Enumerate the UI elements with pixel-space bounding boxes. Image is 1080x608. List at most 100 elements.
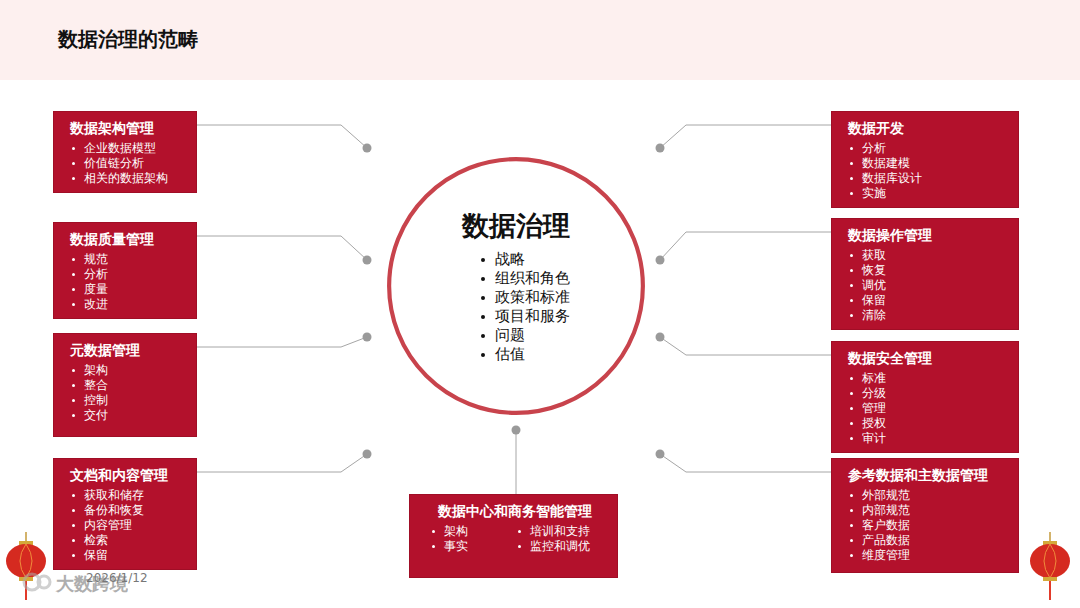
node-heading: 元数据管理 bbox=[70, 340, 186, 360]
item-text: 内部规范 bbox=[862, 503, 910, 517]
bullet-dot bbox=[72, 177, 75, 180]
item-text: 产品数据 bbox=[862, 533, 910, 547]
connector-dot bbox=[656, 256, 665, 265]
connector-dot bbox=[512, 426, 521, 435]
item-text: 度量 bbox=[84, 282, 108, 296]
bullet-dot bbox=[72, 384, 75, 387]
item-text: 管理 bbox=[862, 401, 886, 415]
leader-line bbox=[660, 125, 831, 148]
leader-line bbox=[197, 454, 367, 472]
list-item: 分析 bbox=[70, 267, 186, 282]
bullet-dot bbox=[850, 377, 853, 380]
item-text: 架构 bbox=[444, 524, 468, 538]
list-item: 数据库设计 bbox=[848, 171, 1008, 186]
bullet-dot bbox=[72, 147, 75, 150]
item-text: 标准 bbox=[862, 371, 886, 385]
category-box: 数据中心和商务智能管理架构事实培训和支持监控和调优 bbox=[409, 494, 618, 578]
item-list: 企业数据模型价值链分析相关的数据架构 bbox=[70, 141, 186, 186]
bullet-dot bbox=[481, 334, 485, 338]
watermark-logo bbox=[24, 574, 50, 590]
bullet-dot bbox=[850, 494, 853, 497]
list-item: 政策和标准 bbox=[479, 288, 570, 307]
item-list: 获取恢复调优保留清除 bbox=[848, 248, 1008, 323]
bullet-dot bbox=[850, 192, 853, 195]
bullet-dot bbox=[481, 258, 485, 262]
connector-dot bbox=[363, 450, 372, 459]
node-heading: 数据开发 bbox=[848, 118, 1008, 138]
list-item: 项目和服务 bbox=[479, 307, 570, 326]
list-item: 监控和调优 bbox=[516, 539, 608, 554]
bullet-dot bbox=[850, 147, 853, 150]
bullet-dot bbox=[72, 524, 75, 527]
item-text: 组织和角色 bbox=[495, 269, 570, 287]
list-item: 授权 bbox=[848, 416, 1008, 431]
list-item: 标准 bbox=[848, 371, 1008, 386]
connector-dot bbox=[363, 333, 372, 342]
category-box: 数据安全管理标准分级管理授权审计 bbox=[831, 341, 1019, 453]
category-box: 参考数据和主数据管理外部规范内部规范客户数据产品数据维度管理 bbox=[831, 458, 1019, 573]
bullet-dot bbox=[72, 554, 75, 557]
item-text: 外部规范 bbox=[862, 488, 910, 502]
leader-line bbox=[197, 337, 367, 347]
item-text: 审计 bbox=[862, 431, 886, 445]
list-item: 检索 bbox=[70, 533, 186, 548]
list-item: 组织和角色 bbox=[479, 269, 570, 288]
bullet-dot bbox=[72, 273, 75, 276]
category-box: 数据开发分析数据建模数据库设计实施 bbox=[831, 111, 1019, 208]
connector-dot bbox=[656, 333, 665, 342]
item-text: 相关的数据架构 bbox=[84, 171, 168, 185]
bullet-dot bbox=[850, 524, 853, 527]
list-item: 客户数据 bbox=[848, 518, 1008, 533]
lantern-left bbox=[6, 532, 46, 600]
list-item: 管理 bbox=[848, 401, 1008, 416]
list-item: 企业数据模型 bbox=[70, 141, 186, 156]
node-heading: 数据治理 bbox=[462, 208, 570, 244]
item-text: 检索 bbox=[84, 533, 108, 547]
list-item: 获取和储存 bbox=[70, 488, 186, 503]
list-item: 调优 bbox=[848, 278, 1008, 293]
item-list: 架构整合控制交付 bbox=[70, 363, 186, 423]
category-box: 数据操作管理获取恢复调优保留清除 bbox=[831, 218, 1019, 330]
list-item: 架构 bbox=[70, 363, 186, 378]
list-item: 价值链分析 bbox=[70, 156, 186, 171]
item-list: 架构事实 培训和支持监控和调优 bbox=[430, 524, 607, 554]
bullet-dot bbox=[850, 269, 853, 272]
connector-dot bbox=[656, 450, 665, 459]
leader-line bbox=[197, 125, 367, 148]
list-item: 度量 bbox=[70, 282, 186, 297]
list-item: 产品数据 bbox=[848, 533, 1008, 548]
item-text: 问题 bbox=[495, 326, 525, 344]
leader-line bbox=[660, 454, 831, 472]
bullet-dot bbox=[432, 545, 435, 548]
item-text: 恢复 bbox=[862, 263, 886, 277]
node-heading: 数据安全管理 bbox=[848, 348, 1008, 368]
item-text: 监控和调优 bbox=[530, 539, 590, 553]
list-item: 控制 bbox=[70, 393, 186, 408]
item-list: 分析数据建模数据库设计实施 bbox=[848, 141, 1008, 201]
item-text: 授权 bbox=[862, 416, 886, 430]
item-text: 事实 bbox=[444, 539, 468, 553]
leader-line bbox=[516, 430, 517, 494]
node-heading: 数据质量管理 bbox=[70, 229, 186, 249]
item-list: 标准分级管理授权审计 bbox=[848, 371, 1008, 446]
item-text: 实施 bbox=[862, 186, 886, 200]
bullet-dot bbox=[850, 392, 853, 395]
bullet-dot bbox=[72, 288, 75, 291]
category-box: 数据架构管理企业数据模型价值链分析相关的数据架构 bbox=[53, 111, 197, 193]
bullet-dot bbox=[481, 315, 485, 319]
list-item: 实施 bbox=[848, 186, 1008, 201]
list-item: 培训和支持 bbox=[516, 524, 608, 539]
connector-dot bbox=[656, 144, 665, 153]
bullet-dot bbox=[850, 509, 853, 512]
item-text: 架构 bbox=[84, 363, 108, 377]
list-item: 恢复 bbox=[848, 263, 1008, 278]
list-item: 交付 bbox=[70, 408, 186, 423]
item-text: 控制 bbox=[84, 393, 108, 407]
item-text: 清除 bbox=[862, 308, 886, 322]
bullet-dot bbox=[850, 539, 853, 542]
item-text: 客户数据 bbox=[862, 518, 910, 532]
bullet-dot bbox=[850, 254, 853, 257]
item-text: 分析 bbox=[862, 141, 886, 155]
item-text: 内容管理 bbox=[84, 518, 132, 532]
list-item: 外部规范 bbox=[848, 488, 1008, 503]
